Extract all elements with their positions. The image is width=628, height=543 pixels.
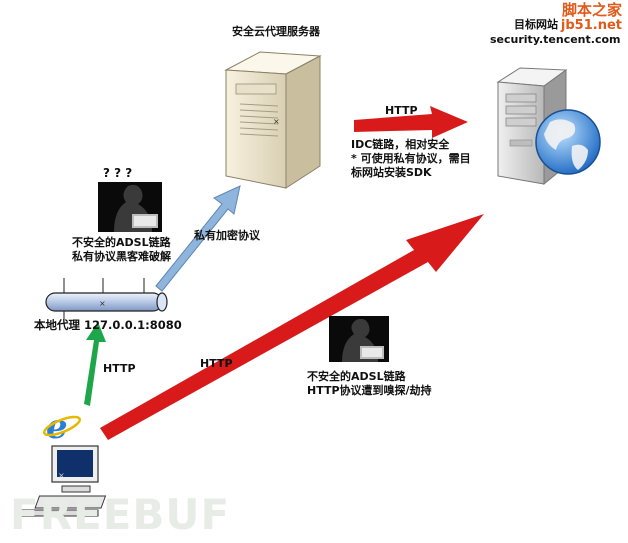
freebuf-watermark: FREEBUF: [10, 490, 231, 539]
svg-text:×: ×: [58, 471, 65, 480]
watermark-line1: 脚本之家: [561, 1, 622, 19]
svg-text:×: ×: [273, 117, 280, 126]
hacker-question: ? ? ?: [103, 166, 133, 180]
target-label-1: 目标网站: [514, 18, 558, 31]
target-label-2: security.tencent.com: [490, 33, 621, 46]
svg-text:e: e: [46, 407, 68, 447]
idc-http-label: HTTP: [385, 104, 418, 117]
client-computer-icon: ×: [19, 445, 107, 517]
local-proxy-pipe: ×: [45, 278, 168, 324]
hacker-bottom-line-1: 不安全的ADSL链路: [307, 370, 406, 383]
watermark-line2: jb51.net: [560, 18, 622, 33]
svg-text:×: ×: [99, 299, 106, 308]
ie-icon: e: [42, 407, 82, 447]
proxy-server-label: 安全云代理服务器: [232, 25, 320, 38]
private-link-label: 私有加密协议: [194, 229, 260, 242]
watermark-logo: 脚本之家 jb51.net: [561, 2, 622, 33]
local-http-arrow: [84, 322, 106, 406]
proxy-server-icon: ×: [224, 51, 322, 189]
idc-line-3: 标网站安装SDK: [351, 166, 432, 179]
http-direct-label: HTTP: [200, 357, 233, 370]
private-link-arrow: [155, 185, 241, 292]
http-local-label: HTTP: [103, 362, 136, 375]
hacker-top-line-1: 不安全的ADSL链路: [72, 236, 171, 249]
idc-line-1: IDC链路，相对安全: [351, 138, 450, 151]
hacker-icon-top: [98, 182, 162, 232]
idc-line-2: * 可使用私有协议，需目: [351, 152, 471, 165]
hacker-icon-bottom: [329, 316, 389, 362]
idc-http-arrow: [354, 106, 468, 138]
direct-http-arrow: [100, 214, 484, 440]
hacker-top-line-2: 私有协议黑客难破解: [72, 250, 171, 263]
local-proxy-label: 本地代理 127.0.0.1:8080: [34, 318, 182, 332]
hacker-bottom-line-2: HTTP协议遭到嗅探/劫持: [307, 384, 432, 397]
globe-icon: [535, 109, 601, 175]
